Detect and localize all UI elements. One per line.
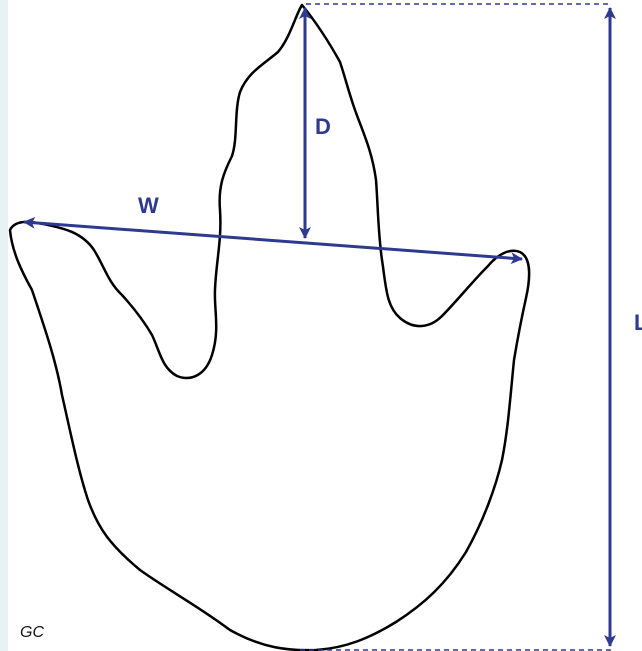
length-label: L [634,310,642,335]
diagram-panel [8,0,642,651]
credit-text: GC [20,624,44,641]
depth-label: D [315,114,331,139]
width-label: W [138,193,159,218]
width-arrow [23,216,523,265]
footprint-outline [8,3,531,651]
